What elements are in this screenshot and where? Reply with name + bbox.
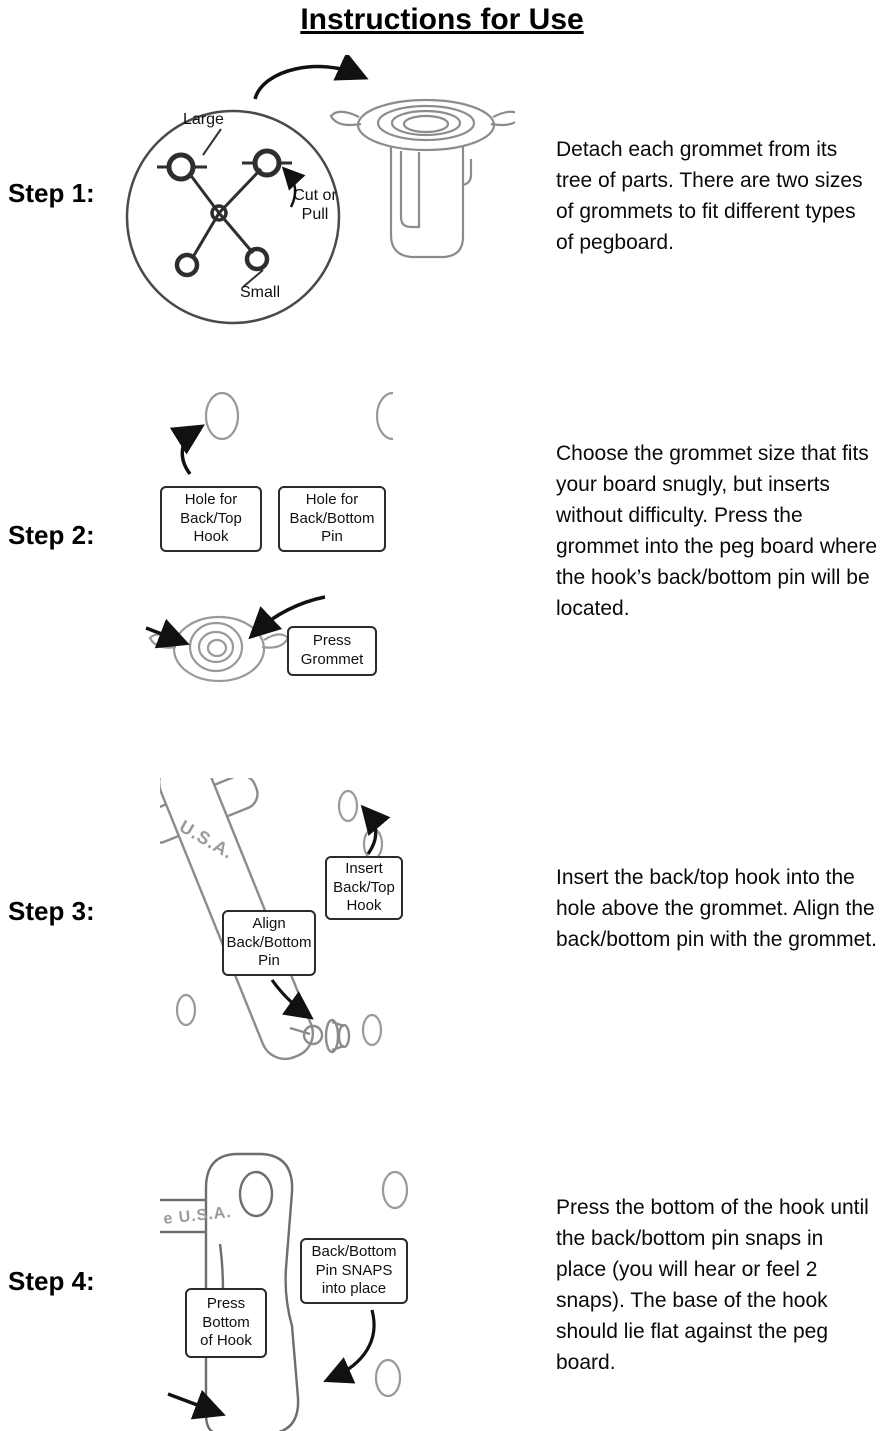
large-pointer-line: [202, 128, 222, 156]
callout-pin-snaps: Back/Bottom Pin SNAPS into place: [300, 1238, 408, 1304]
align-arrow: [270, 979, 314, 1020]
callout-hole-top-hook: Hole for Back/Top Hook: [160, 486, 262, 552]
step4-description: Press the bottom of the hook until the b…: [556, 1196, 869, 1374]
grommet-tree-drawing: [157, 148, 292, 278]
step4-label: Step 4:: [8, 1266, 95, 1296]
page-title: Instructions for Use: [300, 3, 584, 36]
step4-illustration: e U.S.A.: [160, 1148, 450, 1431]
step3-drawing: U.S.A.: [160, 778, 391, 1061]
press-pointer-arrow: [167, 1389, 226, 1420]
insert-arrow: [360, 804, 391, 855]
step1-illustration: [115, 55, 515, 335]
step1-description: Detach each grommet from its tree of par…: [556, 138, 863, 254]
magnifier-circle: [125, 109, 341, 325]
callout-align-pin: Align Back/Bottom Pin: [222, 910, 316, 976]
step1-label: Step 1:: [8, 178, 95, 208]
step2-illustration: [140, 372, 470, 702]
step1-drawing: [125, 55, 515, 325]
grommet-pointer-arrow: [145, 618, 190, 649]
step3-label: Step 3:: [8, 896, 95, 926]
snap-arrow: [323, 1309, 376, 1384]
label-cut-or-pull: Cut or Pull: [293, 187, 337, 224]
press-arrow: [248, 595, 326, 640]
hole-pointer-arrow: [169, 424, 205, 476]
label-small: Small: [240, 284, 281, 301]
pegboard-holes: [204, 391, 394, 441]
usa-stamp-text: e U.S.A.: [163, 1204, 233, 1228]
step2-drawing: [145, 391, 394, 683]
step2-label: Step 2:: [8, 520, 95, 550]
step2-description: Choose the grommet size that fits your b…: [556, 442, 878, 620]
step4-drawing: e U.S.A.: [160, 1152, 409, 1431]
grommet-3d-drawing: [329, 98, 515, 259]
grommet-front-drawing: [148, 615, 290, 683]
cut-pull-arrow: [281, 166, 306, 208]
small-pointer-line: [242, 269, 264, 288]
detach-arrow: [253, 55, 369, 100]
label-large: Large: [183, 111, 224, 128]
callout-insert-hook: Insert Back/Top Hook: [325, 856, 403, 920]
callout-press-grommet: Press Grommet: [287, 626, 377, 676]
callout-press-bottom: Press Bottom of Hook: [185, 1288, 267, 1358]
pegboard-holes: [374, 1170, 409, 1398]
step3-illustration: U.S.A.: [160, 778, 450, 1088]
callout-hole-bottom-pin: Hole for Back/Bottom Pin: [278, 486, 386, 552]
step3-description: Insert the back/top hook into the hole a…: [556, 866, 877, 951]
